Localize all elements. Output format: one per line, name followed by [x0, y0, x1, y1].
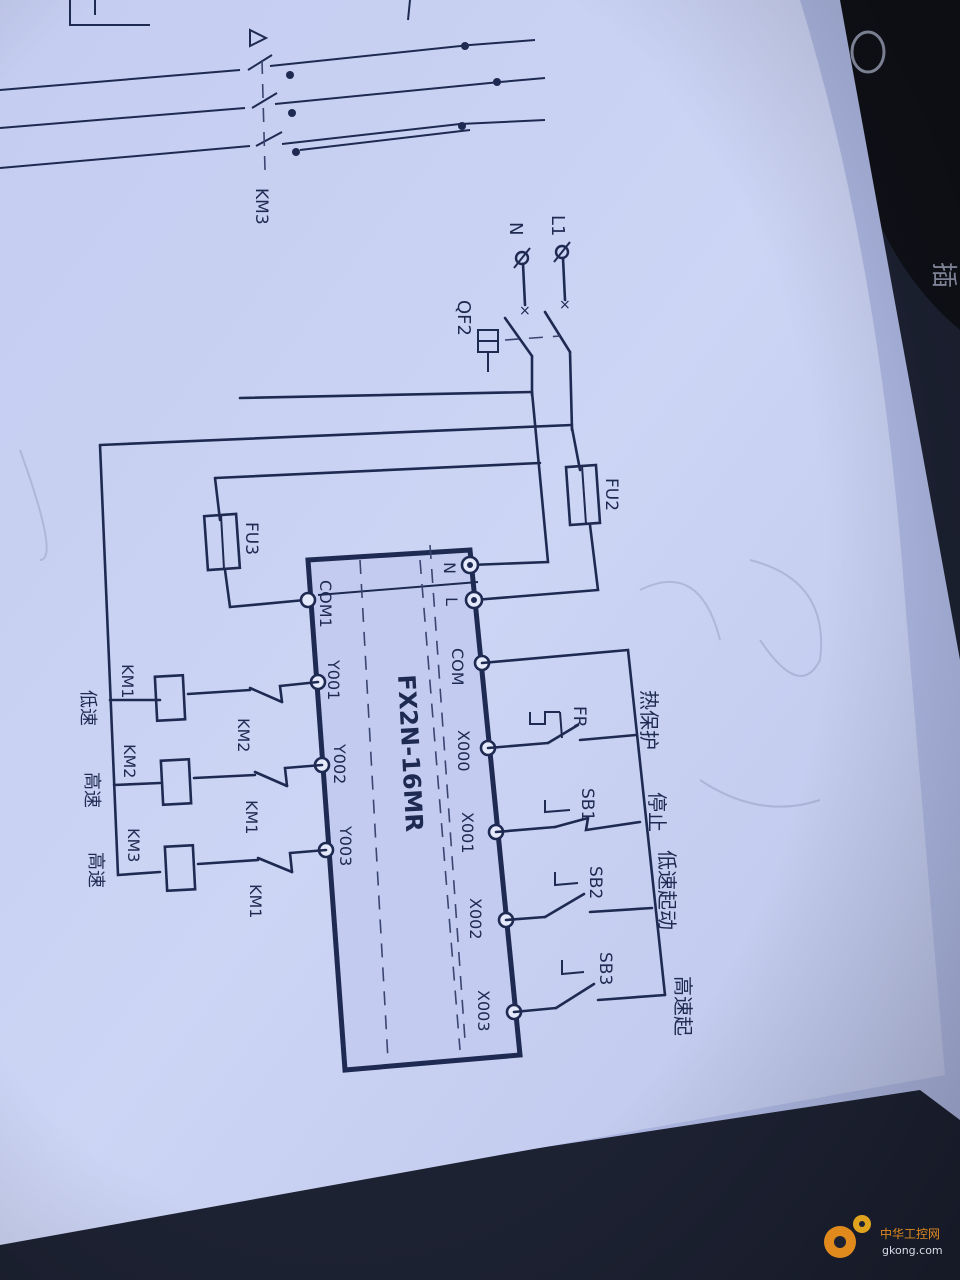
l1-label: L1 — [547, 215, 568, 236]
x003-device-label: SB3 — [595, 952, 615, 985]
watermark — [824, 1215, 871, 1258]
breaker-label: QF2 — [453, 300, 474, 336]
n-label: N — [505, 222, 526, 235]
watermark-name: 中华工控网 — [880, 1226, 940, 1241]
input-com-label: COM — [448, 648, 467, 686]
x001-label: X001 — [458, 812, 477, 854]
x002-label: X002 — [466, 898, 485, 940]
y001-coil-label: KM1 — [118, 664, 137, 698]
x000-label: X000 — [454, 730, 473, 772]
y003-function-label: 高速 — [85, 852, 106, 888]
watermark-gear-icon — [824, 1215, 871, 1258]
n-x-mark: × — [519, 303, 531, 319]
y003-coil-label: KM3 — [124, 828, 143, 862]
y001-function-label: 低速 — [77, 690, 98, 726]
x001-device-label: SB1 — [577, 788, 597, 821]
y003-interlock-label: KM1 — [246, 884, 265, 918]
y002-label: Y002 — [330, 743, 349, 784]
y002-function-label: 高速 — [81, 772, 102, 808]
l1-x-mark: × — [559, 297, 571, 313]
x002-function-label: 低速起动 — [655, 850, 679, 930]
x000-device-label: FR — [569, 706, 589, 728]
y003-label: Y003 — [336, 825, 355, 866]
plc-n-label: N — [440, 562, 459, 574]
com1-terminal-icon — [299, 591, 317, 609]
fu3-label: FU3 — [241, 522, 261, 555]
x003-label: X003 — [474, 990, 493, 1032]
x000-function-label: 热保护 — [637, 690, 661, 750]
device-label-icon: 插 — [928, 262, 958, 288]
y001-label: Y001 — [324, 659, 343, 700]
com1-label: COM1 — [316, 580, 335, 628]
watermark-url: gkong.com — [882, 1244, 943, 1257]
y002-coil-label: KM2 — [120, 744, 139, 778]
y002-interlock-label: KM1 — [242, 800, 261, 834]
y001-interlock-label: KM2 — [234, 718, 253, 752]
x001-function-label: 停止 — [645, 792, 669, 832]
x002-device-label: SB2 — [585, 866, 605, 899]
top-contactor-label: KM3 — [251, 188, 271, 225]
x003-function-label: 高速起 — [671, 976, 695, 1036]
fu2-label: FU2 — [601, 478, 621, 511]
plc-l-label: L — [442, 597, 461, 606]
